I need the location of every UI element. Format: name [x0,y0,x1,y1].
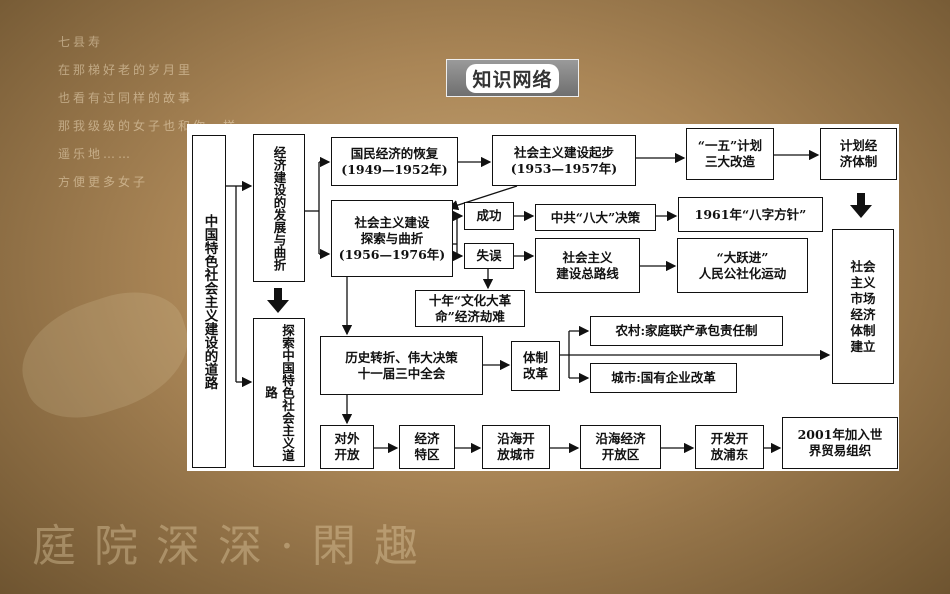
watermark-line-6: 方便更多女子 [58,175,149,189]
explore-road-node: 探索中国特色社会主义道路 [253,318,305,467]
construction-twists-node: 社会主义建设 探索与曲折 (1956—1976年) [331,200,453,277]
opening-up-node: 对外 开放 [320,425,374,469]
fish-painting [7,276,203,434]
watermark-line-5: 遥乐地…… [58,147,134,161]
coastal-cities-node: 沿海开 放城市 [482,425,550,469]
watermark-line-1: 七县寿 [58,35,104,49]
watermark-line-2: 在那梯好老的岁月里 [58,63,194,77]
urban-reform-node: 城市:国有企业改革 [590,363,737,393]
pudong-node: 开发开 放浦东 [695,425,764,469]
general-line-node: 社会主义 建设总路线 [535,238,640,293]
eighth-congress-node: 中共“八大”决策 [535,204,656,231]
watermark-line-3: 也看有过同样的故事 [58,91,194,105]
wto-node: 2001年加入世 界贸易组织 [782,417,898,469]
construction-start-node: 社会主义建设起步 (1953—1957年) [492,135,636,186]
historic-turn-node: 历史转折、伟大决策 十一届三中全会 [320,336,483,395]
diagram-panel: 中国特色社会主义建设的道路 经济建设的发展与曲折 探索中国特色社会主义道路 国民… [187,124,899,471]
section-title-text: 知识网络 [466,63,559,93]
success-node: 成功 [464,202,514,230]
root-node: 中国特色社会主义建设的道路 [192,135,226,468]
seal-calligraphy: 庭院深深·閑趣 [32,521,436,572]
coastal-zone-node: 沿海经济 开放区 [580,425,661,469]
cultural-revolution-node: 十年“文化大革 命”经济劫难 [415,290,525,327]
system-reform-node: 体制 改革 [511,341,560,391]
five-year-plan-node: “一五”计划 三大改造 [686,128,774,180]
market-economy-node: 社会 主义 市场 经济 体制 建立 [832,229,894,384]
mistake-node: 失误 [464,243,514,269]
great-leap-node: “大跃进” 人民公社化运动 [677,238,808,293]
special-zone-node: 经济 特区 [399,425,455,469]
rural-reform-node: 农村:家庭联产承包责任制 [590,316,783,346]
planned-economy-node: 计划经 济体制 [820,128,897,180]
connector-lines [226,149,872,454]
eight-char-policy-node: 1961年“八字方针” [678,197,823,232]
economic-development-node: 经济建设的发展与曲折 [253,134,305,282]
down-arrows [267,193,872,313]
section-title: 知识网络 [446,59,579,97]
economic-recovery-node: 国民经济的恢复 (1949—1952年) [331,137,458,186]
